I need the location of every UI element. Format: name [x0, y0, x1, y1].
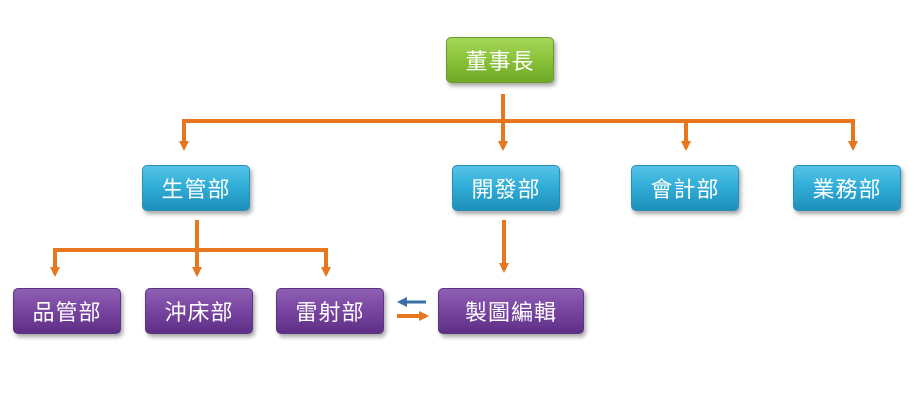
node-production-management-label: 生管部 [161, 178, 231, 203]
node-production-management: 生管部 [142, 165, 250, 211]
node-laser: 雷射部 [276, 288, 384, 334]
node-chairman-label: 董事長 [465, 50, 535, 75]
node-accounting: 會計部 [631, 165, 739, 211]
node-sales: 業務部 [793, 165, 901, 211]
node-sales-label: 業務部 [812, 178, 882, 203]
node-development-label: 開發部 [471, 178, 541, 203]
node-punch-press: 沖床部 [145, 288, 253, 334]
node-accounting-label: 會計部 [650, 178, 720, 203]
node-drafting-editing-label: 製圖編輯 [464, 301, 557, 326]
node-quality-control-label: 品管部 [32, 301, 102, 326]
node-drafting-editing: 製圖編輯 [438, 288, 584, 334]
node-quality-control: 品管部 [13, 288, 121, 334]
node-chairman: 董事長 [446, 37, 554, 83]
node-development: 開發部 [452, 165, 560, 211]
node-punch-press-label: 沖床部 [164, 301, 234, 326]
node-laser-label: 雷射部 [295, 301, 365, 326]
